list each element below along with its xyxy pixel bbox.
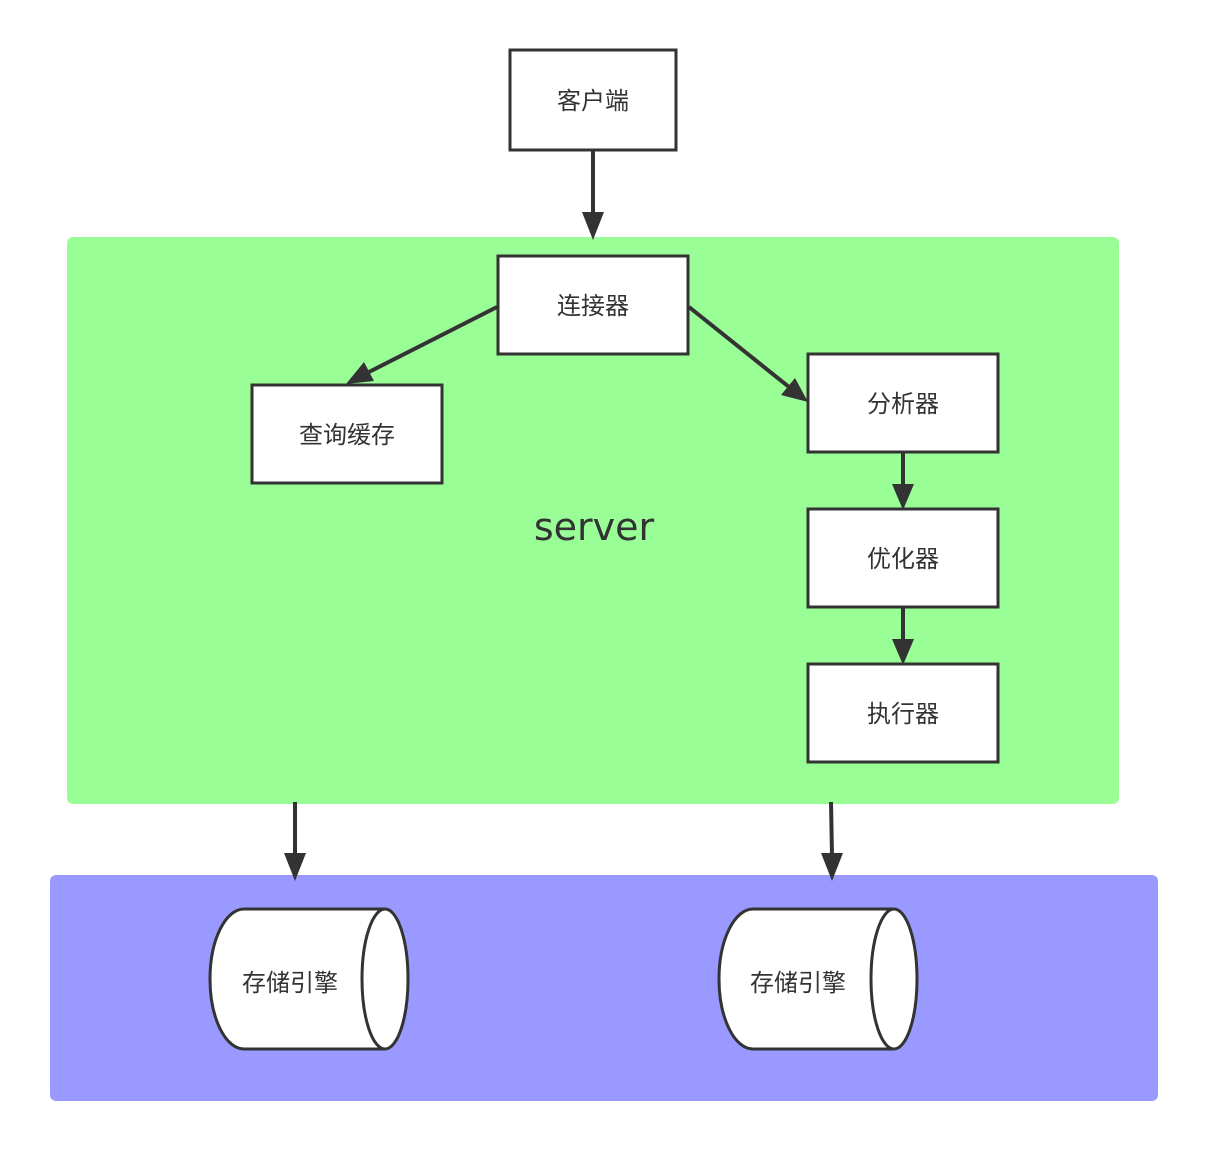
- executor-label: 执行器: [867, 700, 939, 728]
- edge-optimizer-to-executor: [892, 607, 914, 665]
- edge-server-to-storage-1: [284, 802, 306, 881]
- client-label: 客户端: [557, 87, 629, 115]
- server-label: server: [534, 505, 655, 549]
- connector-node[interactable]: 连接器: [496, 254, 690, 356]
- client-node[interactable]: 客户端: [508, 48, 678, 152]
- edge-connector-to-analyzer: [687, 305, 808, 402]
- analyzer-node[interactable]: 分析器: [806, 352, 1000, 454]
- storage-engine-label-1: 存储引擎: [242, 969, 338, 997]
- query-cache-label: 查询缓存: [299, 421, 395, 449]
- connector-label: 连接器: [557, 292, 629, 320]
- optimizer-label: 优化器: [867, 545, 939, 573]
- edge-connector-to-query-cache: [346, 305, 498, 384]
- optimizer-node[interactable]: 优化器: [806, 507, 1000, 609]
- query-cache-node[interactable]: 查询缓存: [250, 383, 444, 485]
- executor-node[interactable]: 执行器: [806, 662, 1000, 764]
- edge-client-to-connector: [582, 150, 604, 240]
- analyzer-label: 分析器: [867, 390, 939, 418]
- storage-engine-node-2[interactable]: 存储引擎: [717, 907, 919, 1051]
- edge-server-to-storage-2: [821, 801, 843, 881]
- edge-analyzer-to-optimizer: [892, 452, 914, 510]
- storage-engine-node-1[interactable]: 存储引擎: [208, 907, 410, 1051]
- storage-engine-label-2: 存储引擎: [750, 969, 846, 997]
